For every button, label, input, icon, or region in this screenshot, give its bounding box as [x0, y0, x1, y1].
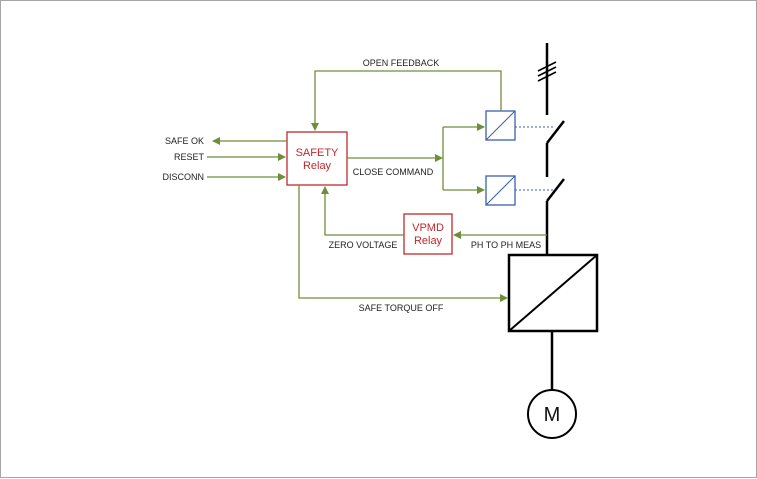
open-feedback-label: OPEN FEEDBACK [363, 58, 440, 68]
safe-torque-off-label: SAFE TORQUE OFF [359, 303, 444, 313]
zero-voltage-line [321, 186, 404, 236]
open-feedback-line [311, 70, 502, 131]
signal-labels: SAFE OK RESET DISCONN OPEN FEEDBACK CLOS… [162, 58, 541, 313]
zero-voltage-label: ZERO VOLTAGE [329, 240, 398, 250]
close-command-label: CLOSE COMMAND [353, 167, 434, 177]
safety-relay-line2: Relay [303, 160, 332, 172]
power-circuit: M [507, 43, 599, 439]
vpmd-relay-line1: VPMD [412, 222, 444, 234]
motor-label: M [544, 404, 561, 426]
reset-label: RESET [174, 152, 205, 162]
safe-ok-label: SAFE OK [165, 136, 204, 146]
vpmd-relay-line2: Relay [414, 235, 443, 247]
contact-k1 [546, 120, 565, 144]
safety-relay-line1: SAFETY [296, 147, 339, 159]
ph-to-ph-meas-label: PH TO PH MEAS [471, 240, 541, 250]
three-phase-marker [537, 61, 557, 82]
vpmd-relay: VPMD Relay [403, 213, 453, 255]
signal-lines [207, 70, 547, 302]
contactor-coil-k1 [485, 110, 516, 141]
safe-torque-off-line [298, 185, 508, 302]
motor-icon [527, 389, 577, 439]
drive-diagonal [508, 254, 598, 332]
contactor-coil-k2 [485, 175, 516, 206]
contact-k2 [546, 178, 565, 202]
disconn-label: DISCONN [162, 172, 204, 182]
safety-relay: SAFETY Relay [286, 131, 348, 186]
